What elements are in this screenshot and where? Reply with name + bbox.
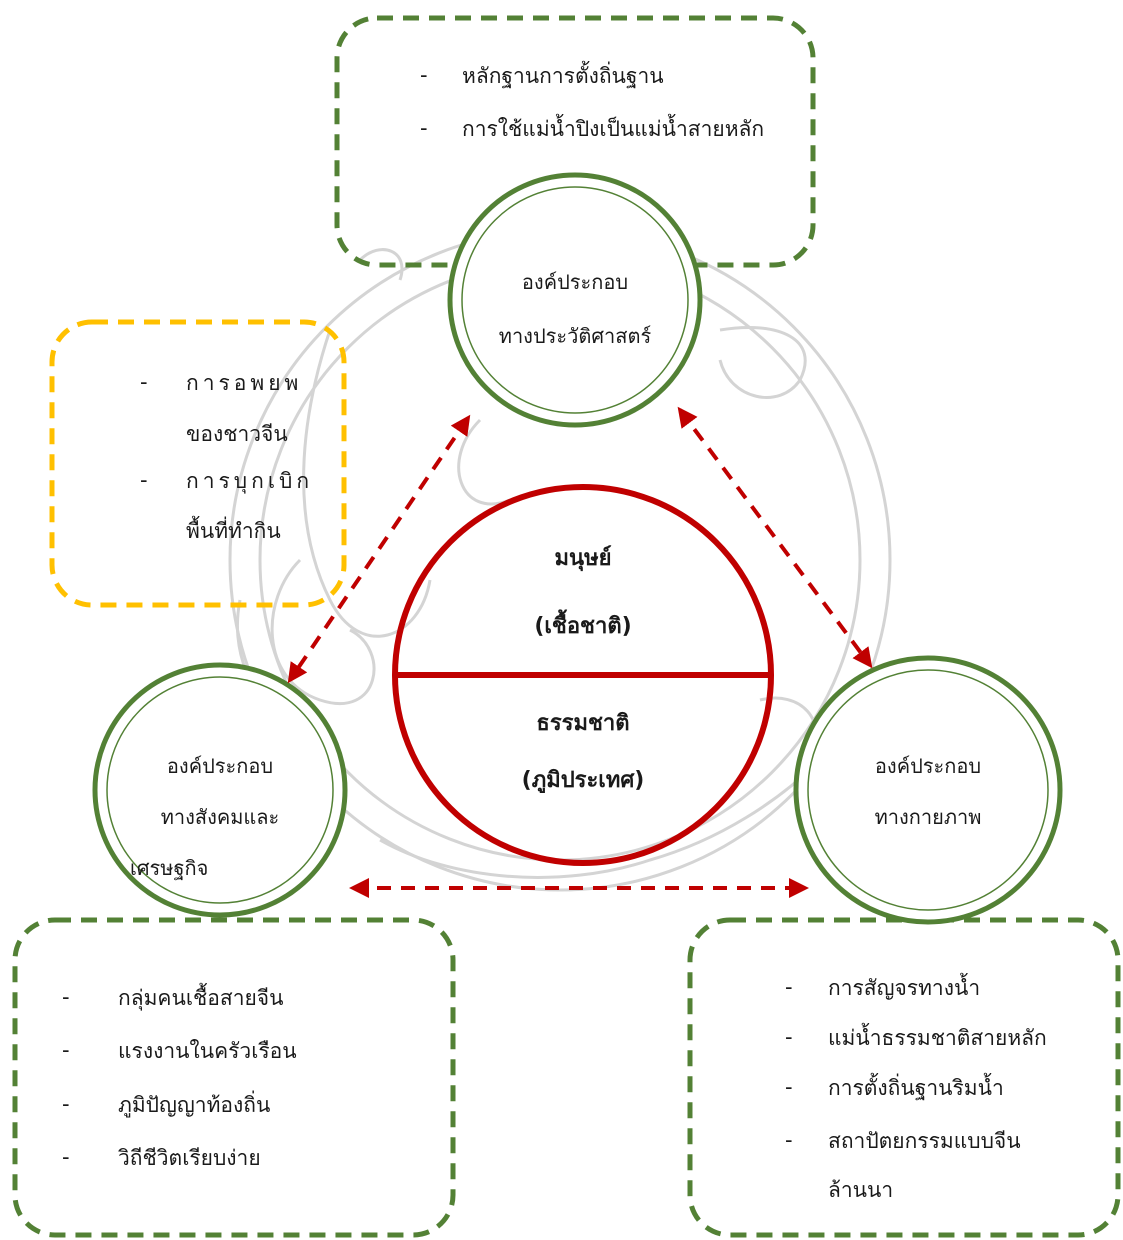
physical-bullet-2: - [785,1025,793,1049]
history-item-1: หลักฐานการตั้งถิ่นฐาน [462,64,664,88]
social-bullet-1: - [62,985,70,1009]
physical-item-3: การตั้งถิ่นฐานริมน้ำ [828,1076,1004,1100]
history-circle [447,172,703,428]
history-bullet-2: - [420,116,428,140]
physical-label-line2: ทางกายภาพ [874,805,982,829]
social-label-line1: องค์ประกอบ [166,754,274,778]
social-bullet-2: - [62,1038,70,1062]
migration-bullet-2: - [140,468,148,492]
physical-bullet-4: - [785,1128,793,1152]
social-circle [92,662,348,918]
history-item-2: การใช้แม่น้ำปิงเป็นแม่น้ำสายหลัก [462,117,765,141]
history-label-line1: องค์ประกอบ [521,270,629,294]
migration-item-1-line2: ของชาวจีน [186,422,288,446]
physical-label-line1: องค์ประกอบ [874,754,982,778]
social-item-4: วิถีชีวิตเรียบง่าย [118,1146,261,1170]
migration-item-1-line1: การอพยพ [186,371,303,395]
center-bottom-line2: (ภูมิประเทศ) [521,768,645,793]
physical-item-1: การสัญจรทางน้ำ [828,976,981,1000]
physical-item-4: สถาปัตยกรรมแบบจีน [828,1129,1021,1153]
social-item-2: แรงงานในครัวเรือน [118,1039,297,1063]
social-label-line3: เศรษฐกิจ [130,856,209,880]
center-top-line2: (เชื้อชาติ) [534,614,632,639]
physical-box [687,917,1121,1238]
social-label-line2: ทางสังคมและ [160,805,280,829]
physical-item-4-continuation: ล้านนา [828,1178,894,1202]
center-top-line1: มนุษย์ [554,546,612,571]
social-box [12,917,456,1238]
migration-item-2-line2: พื้นที่ทำกิน [186,519,281,543]
center-bottom-line1: ธรรมชาติ [536,711,630,736]
physical-item-2: แม่น้ำธรรมชาติสายหลัก [828,1026,1047,1050]
migration-bullet-1: - [140,370,148,394]
social-bullet-3: - [62,1092,70,1116]
physical-bullet-1: - [785,975,793,999]
migration-item-2-line1: การบุกเบิก [186,469,314,493]
history-bullet-1: - [420,63,428,87]
migration-box [49,319,347,608]
physical-bullet-3: - [785,1075,793,1099]
arrow-history-social [287,414,471,684]
social-item-3: ภูมิปัญญาท้องถิ่น [118,1093,271,1117]
history-label-line2: ทางประวัติศาสตร์ [498,324,652,348]
physical-circle [793,655,1063,925]
arrow-history-physical [677,406,873,669]
social-item-1: กลุ่มคนเชื้อสายจีน [118,986,284,1010]
social-bullet-4: - [62,1145,70,1169]
